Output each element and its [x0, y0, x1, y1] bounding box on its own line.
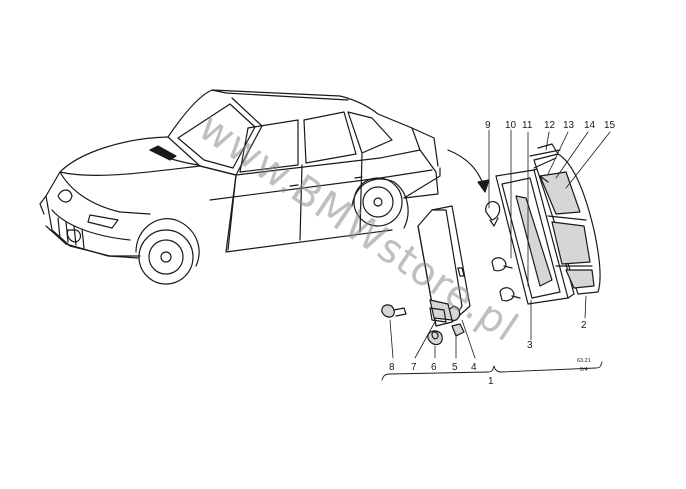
callout-2: 2: [581, 320, 587, 331]
callout-1: 1: [488, 376, 494, 387]
bulb-11: [499, 287, 521, 302]
callout-numbers: 9 10 11 12 13 14 15 2 3 4 5 6 7 8 1 63.2…: [389, 120, 616, 387]
car-illustration: [39, 89, 441, 285]
callout-6: 6: [431, 362, 437, 373]
lamp-housing-plate: [417, 205, 471, 327]
callout-14: 14: [584, 120, 596, 131]
arrow-head-icon: [477, 179, 490, 193]
callout-9: 9: [485, 120, 491, 131]
lamp-lens: [533, 153, 601, 295]
seal-gasket: [429, 307, 447, 323]
callout-10: 10: [505, 120, 517, 131]
callout-15: 15: [604, 120, 616, 131]
mounting-screws: [529, 149, 561, 183]
callout-4: 4: [471, 362, 477, 373]
callout-7: 7: [411, 362, 417, 373]
callout-11: 11: [522, 120, 533, 131]
sheet-code: 63.21: [577, 358, 591, 364]
callout-3: 3: [527, 340, 533, 351]
bulb-10: [491, 257, 513, 272]
callout-8: 8: [389, 362, 395, 373]
sheet-page: 2/4: [580, 367, 588, 373]
lock-nut: [451, 323, 465, 337]
callout-13: 13: [563, 120, 575, 131]
bulb-9: [485, 200, 501, 227]
callout-5: 5: [452, 362, 458, 373]
small-bulb: [381, 304, 407, 318]
clip-bracket: [537, 143, 559, 155]
callout-12: 12: [544, 120, 556, 131]
leader-lines: [389, 129, 611, 359]
group-bracket: [381, 361, 603, 381]
lamp-socket: [427, 330, 443, 346]
hood-stripe: [149, 145, 177, 161]
location-arrow: [447, 149, 485, 187]
